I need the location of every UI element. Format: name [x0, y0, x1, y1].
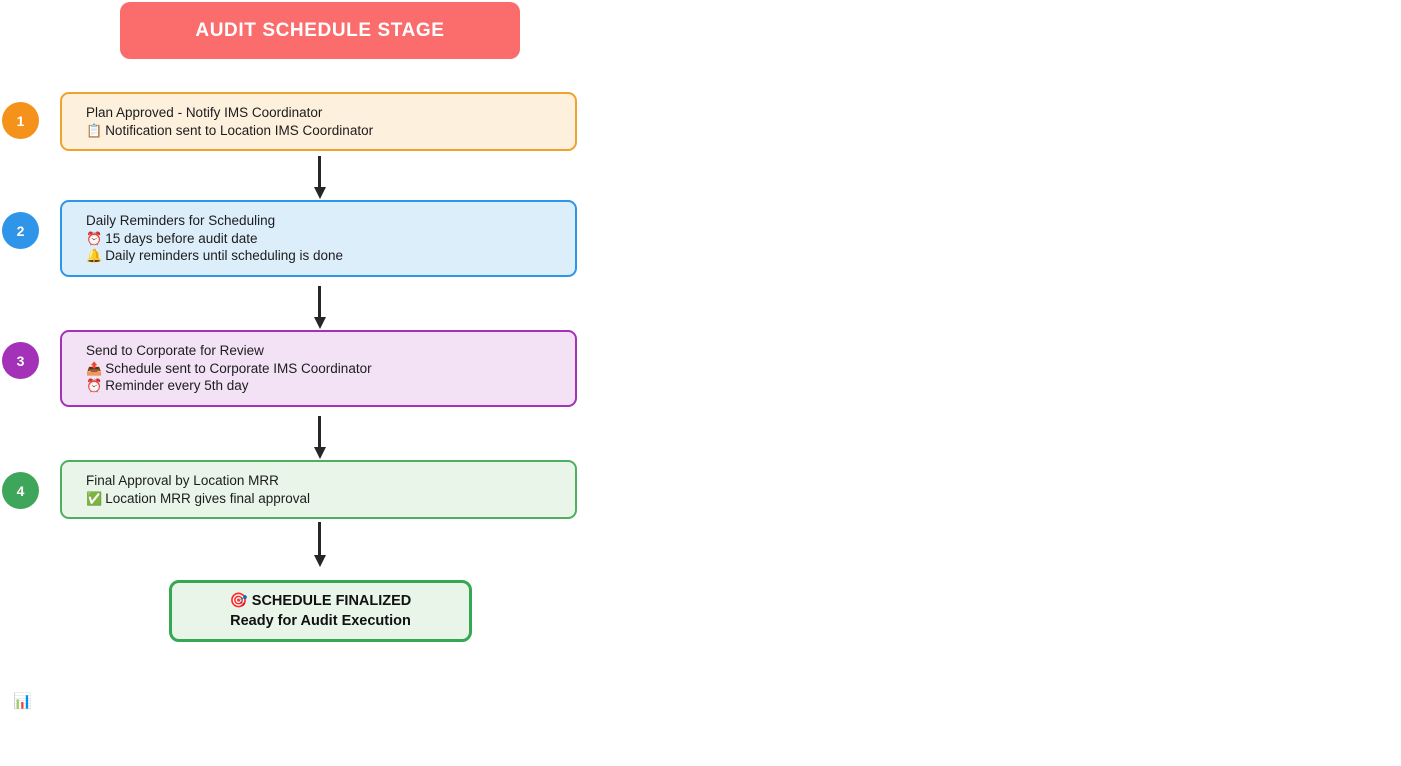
step-detail-text-4-1: Location MRR gives final approval — [105, 490, 311, 506]
page-title: AUDIT SCHEDULE STAGE — [195, 19, 445, 41]
step-number-label-1: 1 — [16, 112, 25, 129]
bar-chart-icon: 📊 — [13, 693, 32, 710]
clipboard-icon: 📋 — [86, 122, 103, 138]
stage-title-banner: AUDIT SCHEDULE STAGE — [120, 2, 520, 59]
arrow-shaft — [318, 522, 321, 556]
step-title-4: Final Approval by Location MRR — [86, 473, 279, 488]
step-title-3: Send to Corporate for Review — [86, 343, 264, 358]
step-detail-1-1: 📋Notification sent to Location IMS Coord… — [86, 122, 575, 140]
step-title-2: Daily Reminders for Scheduling — [86, 213, 276, 228]
arrow-shaft — [318, 286, 321, 318]
step-detail-3-2: ⏰Reminder every 5th day — [86, 377, 575, 395]
step-box-1[interactable]: Plan Approved - Notify IMS Coordinator 📋… — [60, 92, 577, 151]
arrow-shaft — [318, 416, 321, 448]
bell-icon: 🔔 — [86, 248, 103, 263]
arrow-head — [314, 447, 326, 459]
final-status-box[interactable]: 🎯SCHEDULE FINALIZED Ready for Audit Exec… — [169, 580, 472, 642]
step-detail-2-2: 🔔Daily reminders until scheduling is don… — [86, 247, 575, 265]
final-headline-row: 🎯SCHEDULE FINALIZED — [230, 591, 412, 611]
flow-arrow-4 — [314, 522, 326, 568]
step-detail-2-1: ⏰15 days before audit date — [86, 230, 575, 248]
step-number-badge-1: 1 — [2, 102, 39, 139]
flow-arrow-2 — [314, 286, 326, 330]
step-detail-3-1: 📤Schedule sent to Corporate IMS Coordina… — [86, 360, 575, 378]
step-box-4[interactable]: Final Approval by Location MRR ✅Location… — [60, 460, 577, 519]
step-number-label-4: 4 — [16, 482, 25, 499]
arrow-head — [314, 187, 326, 199]
check-mark-button-icon: ✅ — [86, 490, 103, 506]
arrow-head — [314, 555, 326, 567]
final-headline: SCHEDULE FINALIZED — [251, 593, 412, 609]
step-title-1: Plan Approved - Notify IMS Coordinator — [86, 105, 323, 120]
step-detail-text-1-1: Notification sent to Location IMS Coordi… — [105, 122, 374, 138]
alarm-clock-icon: ⏰ — [86, 378, 103, 393]
alarm-clock-icon: ⏰ — [86, 230, 103, 246]
step-detail-text-3-2: Reminder every 5th day — [105, 378, 249, 393]
step-number-label-3: 3 — [16, 352, 25, 369]
direct-hit-icon: 🎯 — [229, 593, 248, 609]
step-detail-text-2-1: 15 days before audit date — [105, 230, 258, 246]
flow-arrow-1 — [314, 156, 326, 200]
step-box-3[interactable]: Send to Corporate for Review 📤Schedule s… — [60, 330, 577, 407]
flow-arrow-3 — [314, 416, 326, 460]
outbox-tray-icon: 📤 — [86, 360, 103, 376]
arrow-shaft — [318, 156, 321, 188]
step-number-label-2: 2 — [16, 222, 25, 239]
step-detail-text-2-2: Daily reminders until scheduling is done — [105, 248, 344, 263]
step-box-2[interactable]: Daily Reminders for Scheduling ⏰15 days … — [60, 200, 577, 277]
step-detail-text-3-1: Schedule sent to Corporate IMS Coordinat… — [105, 360, 372, 376]
step-number-badge-2: 2 — [2, 212, 39, 249]
step-detail-4-1: ✅Location MRR gives final approval — [86, 490, 575, 508]
final-subline: Ready for Audit Execution — [230, 613, 411, 629]
step-number-badge-3: 3 — [2, 342, 39, 379]
step-number-badge-4: 4 — [2, 472, 39, 509]
arrow-head — [314, 317, 326, 329]
